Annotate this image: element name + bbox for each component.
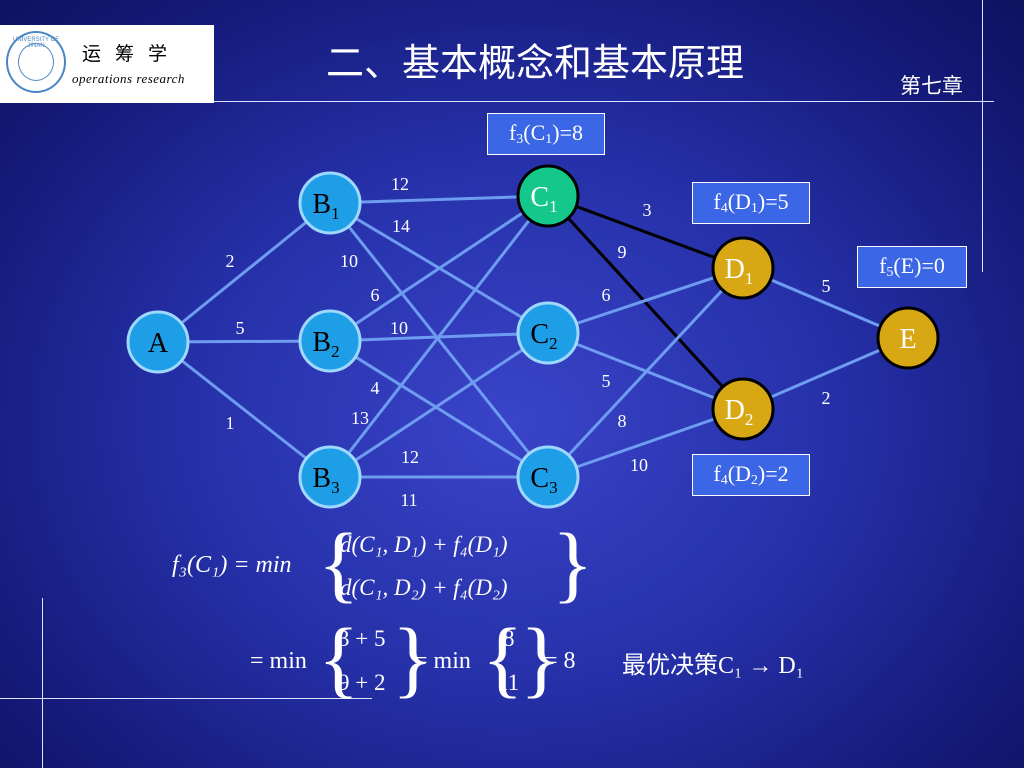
left-vertical-rule xyxy=(42,598,43,768)
node-circle-B3 xyxy=(298,445,362,509)
node-C2: C2 xyxy=(516,301,580,365)
left-brace-1: { xyxy=(318,515,360,611)
edge-weight-D2-E: 2 xyxy=(822,388,831,408)
node-label-E: E xyxy=(899,324,916,355)
edge-weight-B2-C3: 4 xyxy=(371,378,380,398)
edge-B3-C1 xyxy=(328,195,550,478)
left-brace-2: { xyxy=(318,610,360,706)
formula-lhs: f₃(C₁) = min xyxy=(172,552,292,578)
edge-C1-D2 xyxy=(546,194,745,411)
chapter-label: 第七章 xyxy=(900,74,963,98)
formula-eq-min: = min xyxy=(250,648,307,674)
node-circle-B2 xyxy=(298,309,362,373)
node-circle-A xyxy=(126,310,190,374)
edge-weight-C2-D1: 6 xyxy=(602,285,611,305)
formula-eq-min-2: = min xyxy=(414,648,471,674)
node-B2: B2 xyxy=(298,309,362,373)
edge-B2-C1 xyxy=(329,194,549,343)
edge-C2-D1 xyxy=(547,266,744,335)
edge-weight-B2-C2: 10 xyxy=(390,318,408,338)
slide-title: 二、基本概念和基本原理 xyxy=(325,41,744,85)
node-C3: C3 xyxy=(516,445,580,509)
edge-C3-D2 xyxy=(547,407,744,479)
edge-weight-B3-C3: 11 xyxy=(400,490,417,510)
formula-result: = 8 xyxy=(544,648,576,674)
edge-weight-C3-D2: 10 xyxy=(630,455,648,475)
right-brace-2: } xyxy=(392,610,434,706)
optimal-decision: 最优决策C₁ → D₁ xyxy=(622,653,805,679)
logo-english-text: operations research xyxy=(72,71,185,86)
left-brace-3: { xyxy=(482,610,524,706)
node-D2: D2 xyxy=(711,377,775,441)
right-brace-3: } xyxy=(520,610,562,706)
edge-weight-B3-C2: 12 xyxy=(401,447,419,467)
edge-weight-B1-C3: 10 xyxy=(340,251,358,271)
formula-num1: 3 + 5 xyxy=(338,626,386,651)
edge-C1-D1 xyxy=(547,194,744,270)
node-B1: B1 xyxy=(298,171,362,235)
edge-weight-C3-D1: 8 xyxy=(618,411,627,431)
formula-val2: 11 xyxy=(497,670,520,695)
node-circle-C2 xyxy=(516,301,580,365)
bottom-left-rule xyxy=(0,698,372,699)
right-vertical-rule xyxy=(982,0,983,272)
university-seal-icon: UNIVERSITY OF JINAN xyxy=(6,31,66,93)
edge-weight-B1-C2: 14 xyxy=(392,216,410,236)
node-circle-E xyxy=(876,306,940,370)
header-divider xyxy=(214,101,994,102)
node-C1: C1 xyxy=(516,164,580,228)
node-label-B2: B2 xyxy=(312,327,339,361)
box-f4-d2: f4(D2)=2 xyxy=(692,454,810,496)
edge-B2-C3 xyxy=(329,339,549,479)
box-f5-e: f5(E)=0 xyxy=(857,246,967,288)
edge-weight-A-B1: 2 xyxy=(226,251,235,271)
edge-weight-A-B2: 5 xyxy=(236,318,245,338)
edge-weight-B2-C1: 6 xyxy=(371,285,380,305)
logo-chinese-text: 运筹学 xyxy=(82,43,182,65)
node-circle-D1 xyxy=(711,236,775,300)
edge-weight-B3-C1: 13 xyxy=(351,408,369,428)
logo: UNIVERSITY OF JINAN 运筹学 operations resea… xyxy=(0,25,214,103)
edge-B1-C1 xyxy=(329,194,549,205)
node-circle-C3 xyxy=(516,445,580,509)
node-B3: B3 xyxy=(298,445,362,509)
box-f3-c1: f3(C1)=8 xyxy=(487,113,605,155)
edge-weight-C1-D1: 3 xyxy=(643,200,652,220)
edge-weight-C1-D2: 9 xyxy=(618,242,627,262)
edge-weight-A-B3: 1 xyxy=(226,413,235,433)
node-label-A: A xyxy=(148,328,169,359)
node-circle-D2 xyxy=(711,377,775,441)
edge-A-B3 xyxy=(157,340,331,479)
edge-A-B1 xyxy=(157,201,331,344)
edge-weight-B1-C1: 12 xyxy=(391,174,409,194)
right-brace-1: } xyxy=(552,515,594,611)
node-D1: D1 xyxy=(711,236,775,300)
edge-weight-C2-D2: 5 xyxy=(602,371,611,391)
formula-val1: 8 xyxy=(503,626,515,651)
formula-row2: d(C₁, D₂) + f₄(D₂) xyxy=(340,575,508,600)
formula-num2: 9 + 2 xyxy=(338,670,386,695)
node-circle-B1 xyxy=(298,171,362,235)
node-circle-C1 xyxy=(516,164,580,228)
edge-B1-C3 xyxy=(328,202,550,478)
node-A: A xyxy=(126,310,190,374)
formula-row1: d(C₁, D₁) + f₄(D₁) xyxy=(340,532,508,557)
box-f4-d1: f4(D1)=5 xyxy=(692,182,810,224)
edge-weight-D1-E: 5 xyxy=(822,276,831,296)
node-E: E xyxy=(876,306,940,370)
edge-C3-D1 xyxy=(546,266,745,479)
edge-B3-C2 xyxy=(329,331,549,479)
